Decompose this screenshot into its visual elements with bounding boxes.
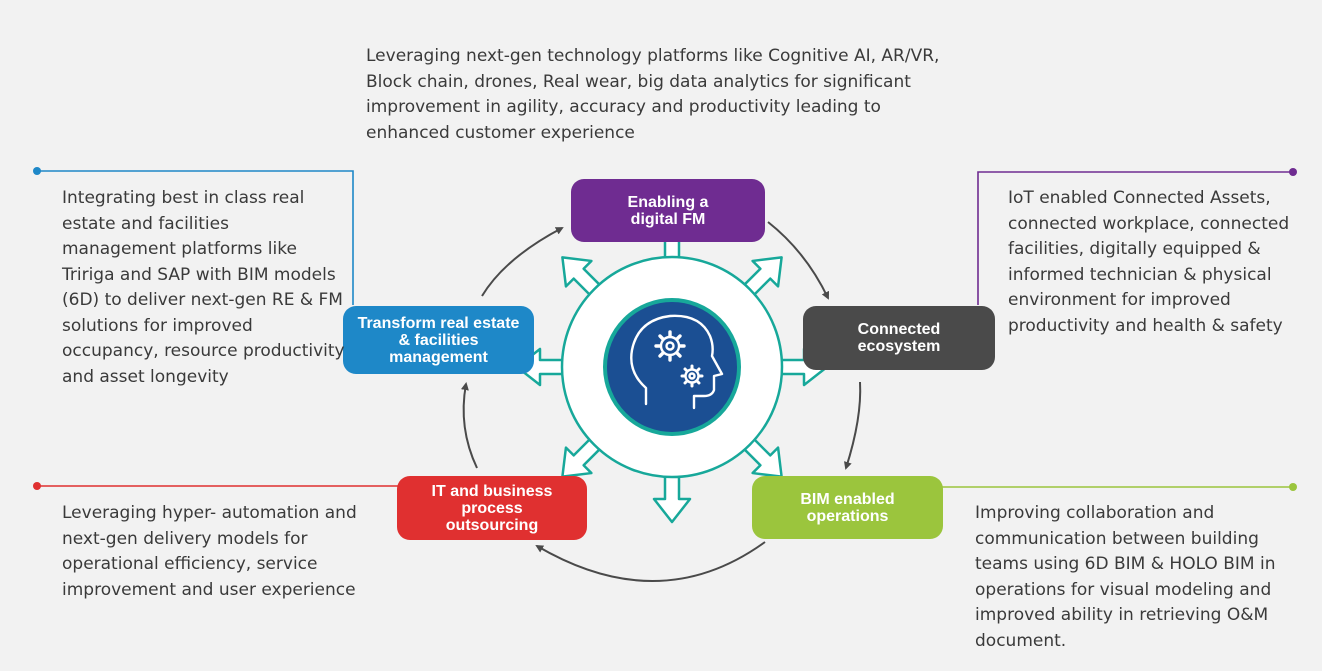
node-label-transform: Transform real estate & facilities manag… [357,314,520,366]
leader-line-connected [977,168,1297,305]
arrow-bim-to-it [535,541,766,582]
node-label-bim: BIM enabled operations [800,490,895,525]
node-enabling-digital-fm: Enabling a digital FM [571,179,765,242]
description-it-bpo: Leveraging hyper- automation and next-ge… [62,503,357,600]
leader-line-transform [33,167,354,305]
node-label-connected: Connected ecosystem [857,321,941,355]
leader-dot-transform [33,167,41,175]
description-transform-real-estate: Integrating best in class real estate an… [62,188,345,387]
arrow-connected-to-bim [844,381,862,470]
leader-dot-connected [1289,168,1297,176]
head-with-gears-icon [630,314,724,410]
arrow-transform-to-digital [481,227,564,297]
arrow-it-to-transform [460,382,478,469]
leader-line-it-bpo [33,482,400,490]
node-label-it-bpo: IT and business process outsourcing [431,482,553,534]
node-bim-enabled-operations: BIM enabled operations [752,476,943,539]
description-bim-operations: Improving collaboration and communicatio… [975,503,1276,651]
node-connected-ecosystem: Connected ecosystem [803,306,995,370]
description-connected-ecosystem: IoT enabled Connected Assets, connected … [1008,188,1290,336]
cycle-arrows [460,221,862,582]
node-transform-real-estate: Transform real estate & facilities manag… [343,306,534,374]
leader-line-bim [940,483,1297,491]
node-label-digital-fm: Enabling a digital FM [627,193,709,228]
description-digital-fm: Leveraging next-gen technology platforms… [366,46,940,143]
arrow-digital-to-connected [767,221,830,300]
leader-dot-bim [1289,483,1297,491]
leader-dot-it-bpo [33,482,41,490]
node-it-bpo: IT and business process outsourcing [397,476,587,540]
